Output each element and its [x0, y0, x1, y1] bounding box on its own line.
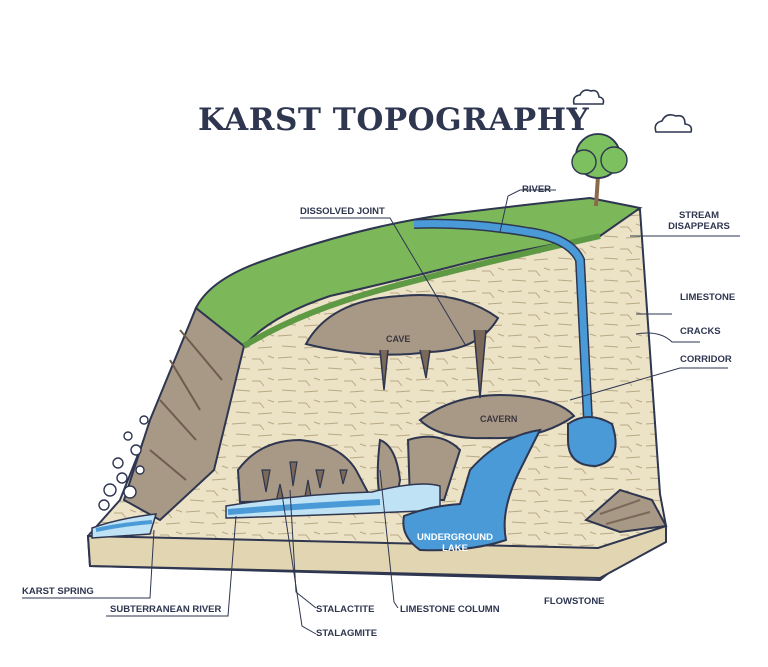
- cavern-chamber: [418, 329, 576, 440]
- label-underground-lake: UNDERGROUND LAKE: [410, 532, 500, 554]
- label-stream-disappears-line2: DISAPPEARS: [668, 221, 730, 232]
- cloud-icon: [654, 114, 693, 133]
- label-stalactite: STALACTITE: [316, 604, 375, 615]
- karst-spring: [91, 513, 158, 539]
- label-cavern: CAVERN: [480, 414, 518, 424]
- label-river: RIVER: [522, 184, 552, 195]
- flowstone: [584, 488, 668, 534]
- river-stream: [413, 218, 617, 468]
- label-cracks: CRACKS: [680, 326, 721, 337]
- page-title: KARST TOPOGRAPHY: [198, 102, 590, 138]
- label-subterranean-river: SUBTERRANEAN RIVER: [110, 604, 222, 615]
- lower-gallery: [236, 435, 462, 510]
- label-stalagmite: STALAGMITE: [316, 628, 378, 639]
- label-cave: CAVE: [386, 334, 411, 344]
- label-limestone: LIMESTONE: [680, 292, 736, 303]
- label-corridor: CORRIDOR: [680, 354, 732, 365]
- label-stream-disappears: STREAM DISAPPEARS: [664, 210, 734, 232]
- label-underground-lake-line2: LAKE: [442, 543, 468, 554]
- label-stream-disappears-line1: STREAM: [678, 210, 720, 221]
- leader-lines: [22, 189, 740, 635]
- underground-lake: [402, 428, 542, 552]
- label-dissolved-joint: DISSOLVED JOINT: [300, 206, 385, 217]
- tree-icon: [571, 133, 628, 207]
- subterranean-river: [225, 483, 441, 519]
- label-karst-spring: KARST SPRING: [22, 586, 94, 597]
- cave-chamber: [304, 293, 500, 391]
- cloud-icon: [572, 89, 605, 105]
- label-underground-lake-line1: UNDERGROUND: [417, 532, 493, 543]
- label-flowstone: FLOWSTONE: [544, 596, 605, 607]
- cliff-face: [98, 306, 246, 522]
- label-limestone-column: LIMESTONE COLUMN: [400, 604, 500, 615]
